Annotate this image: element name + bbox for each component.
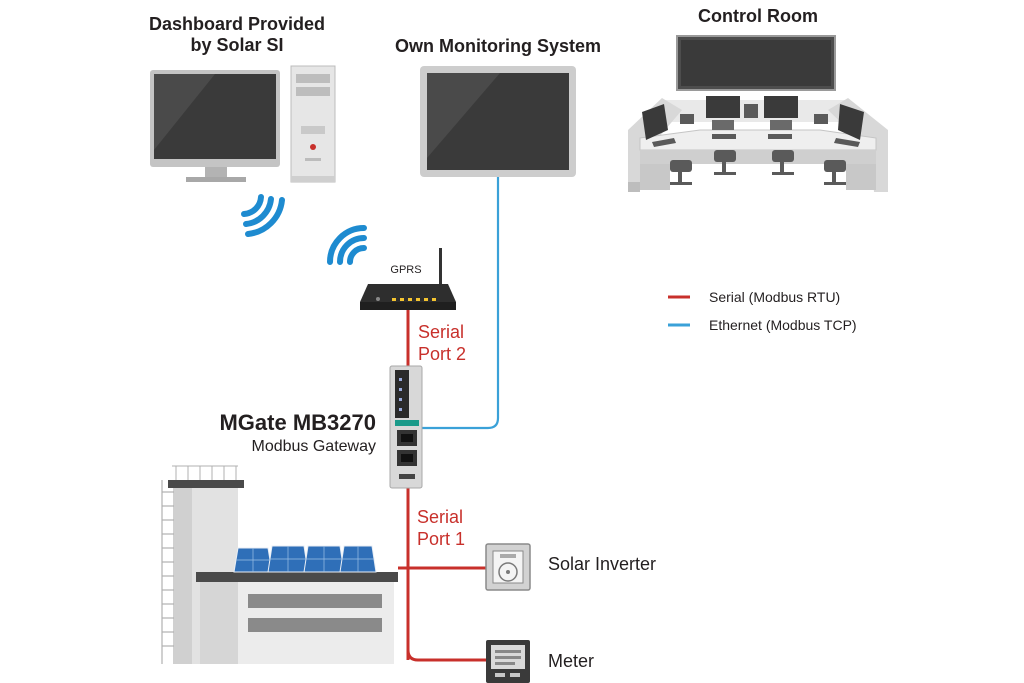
gprs-router — [360, 248, 456, 310]
gprs-label: GPRS — [390, 264, 422, 276]
serial-port-1-line1: Serial — [417, 507, 464, 527]
control-room-icon — [628, 35, 888, 192]
serial-links — [398, 302, 486, 662]
solar-plant-building — [161, 465, 398, 664]
legend — [668, 295, 690, 327]
serial-port-2-line1: Serial — [418, 322, 465, 342]
legend-label-ethernet: Ethernet (Modbus TCP) — [709, 317, 857, 333]
gateway-name: MGate MB3270 — [219, 410, 376, 435]
solar-inverter-label: Solar Inverter — [548, 554, 657, 574]
mgate-device — [389, 365, 423, 489]
meter-label: Meter — [548, 651, 595, 671]
dashboard-wifi-icon — [241, 194, 285, 237]
legend-label-serial: Serial (Modbus RTU) — [709, 289, 841, 305]
ethernet-link — [420, 176, 500, 430]
dashboard-label: Dashboard Provided by Solar SI — [149, 14, 325, 56]
serial-port-2-label: Serial Port 2 — [418, 321, 466, 365]
solar-panels — [233, 545, 377, 573]
router-wifi-icon — [327, 225, 367, 265]
gateway-subtitle: Modbus Gateway — [251, 438, 376, 455]
serial-port-2-line2: Port 2 — [418, 344, 467, 364]
serial-port-1-label: Serial Port 1 — [417, 506, 465, 550]
monitoring-label: Own Monitoring System — [394, 36, 602, 56]
meter-device — [486, 640, 530, 683]
control-room-label: Control Room — [698, 6, 818, 26]
monitoring-display — [420, 66, 576, 177]
dashboard-label-line1: Dashboard Provided — [148, 14, 326, 34]
dashboard-label-line2: by Solar SI — [190, 35, 284, 55]
serial-port-1-line2: Port 1 — [417, 529, 466, 549]
dashboard-computer — [150, 65, 336, 183]
solar-inverter-device — [485, 543, 531, 591]
